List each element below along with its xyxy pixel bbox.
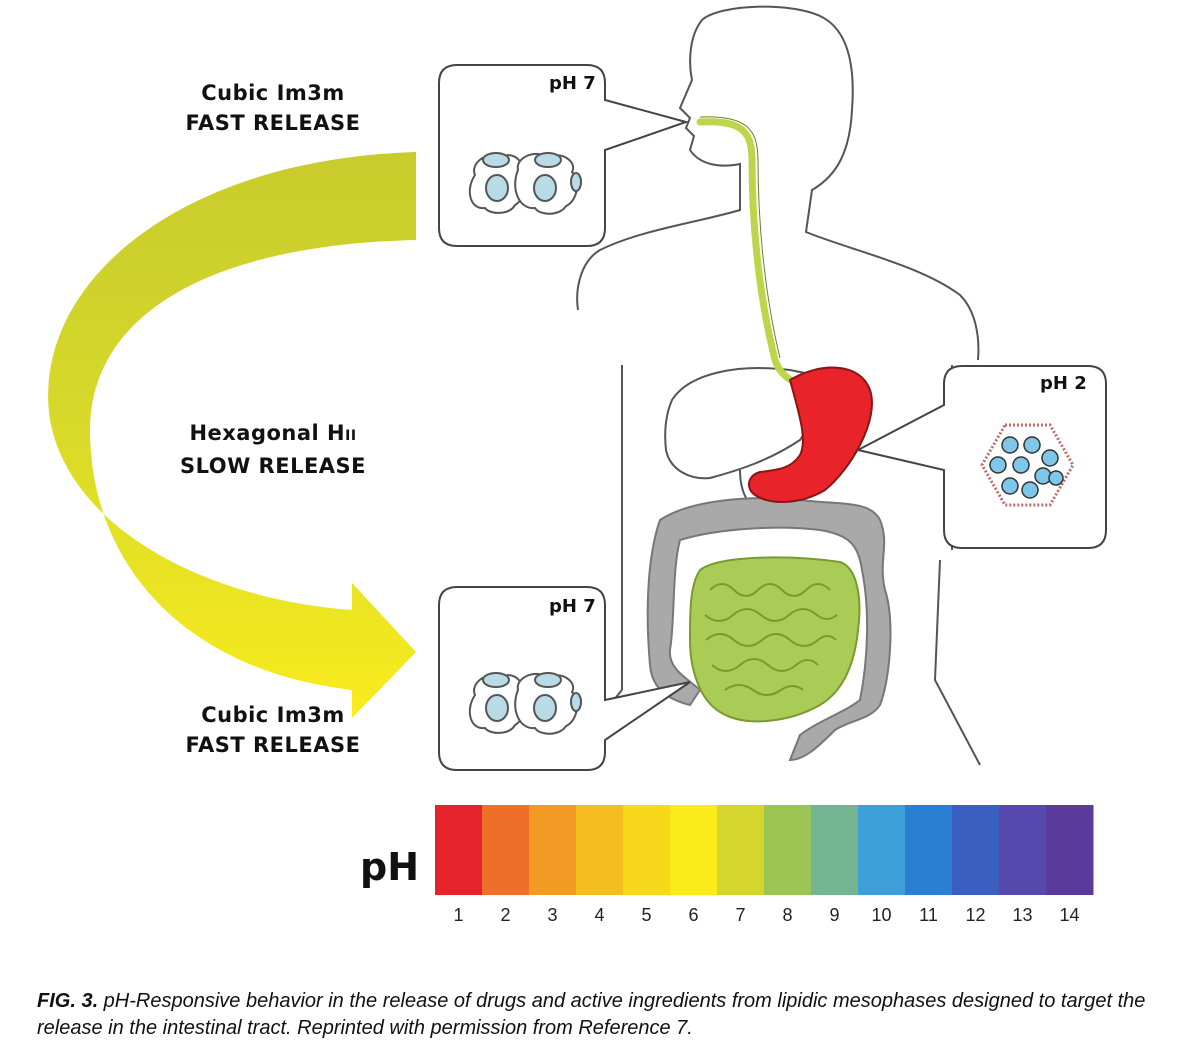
esophagus: [696, 118, 804, 389]
label-middle: Hexagonal HII SLOW RELEASE: [179, 421, 367, 478]
small-intestine: [688, 556, 861, 723]
figure-caption: FIG. 3. pH-Responsive behavior in the re…: [37, 988, 1157, 1042]
ph-tick-3: 3: [547, 905, 558, 925]
ph-axis-label: pH: [360, 845, 420, 889]
ph-scale-bar: [435, 805, 1094, 895]
ph-tick-9: 9: [829, 905, 840, 925]
ph-segment-3: [529, 805, 577, 895]
ph-tick-5: 5: [641, 905, 652, 925]
ph-segment-8: [764, 805, 812, 895]
ph-segment-12: [952, 805, 1000, 895]
callout-mouth-ph: pH 7: [549, 73, 596, 94]
callout-intestine: [438, 586, 691, 771]
ph-tick-8: 8: [782, 905, 793, 925]
ph-tick-4: 4: [594, 905, 605, 925]
caption-fig-number: FIG. 3.: [37, 990, 99, 1012]
ph-segment-13: [999, 805, 1047, 895]
ph-segment-14: [1046, 805, 1094, 895]
stomach: [748, 366, 873, 503]
hexagonal-phase-icon: [980, 423, 1075, 507]
ph-tick-7: 7: [735, 905, 746, 925]
ph-tick-13: 13: [1012, 905, 1033, 925]
label-top: Cubic Im3m FAST RELEASE: [185, 81, 361, 135]
cubic-phase-icon: [468, 152, 582, 215]
ph-segment-5: [623, 805, 671, 895]
ph-segment-4: [576, 805, 624, 895]
ph-segment-10: [858, 805, 906, 895]
callout-stomach: [855, 365, 1107, 549]
label-bottom: Cubic Im3m FAST RELEASE: [185, 703, 361, 757]
ph-tick-14: 14: [1059, 905, 1080, 925]
colon: [646, 497, 892, 762]
ph-segment-7: [717, 805, 765, 895]
ph-segment-9: [811, 805, 859, 895]
ph-tick-1: 1: [453, 905, 464, 925]
ph-tick-12: 12: [965, 905, 986, 925]
ph-tick-11: 11: [919, 905, 938, 925]
caption-text: pH-Responsive behavior in the release of…: [37, 990, 1146, 1039]
ph-tick-10: 10: [871, 905, 892, 925]
ph-tick-2: 2: [500, 905, 511, 925]
ph-segment-1: [435, 805, 483, 895]
ph-segment-11: [905, 805, 953, 895]
callout-intestine-ph: pH 7: [549, 596, 596, 617]
callout-mouth: [438, 64, 690, 247]
ph-segment-6: [670, 805, 718, 895]
ph-segment-2: [482, 805, 530, 895]
callout-stomach-ph: pH 2: [1040, 373, 1087, 394]
ph-tick-6: 6: [688, 905, 699, 925]
cubic-phase-icon-2: [468, 672, 582, 735]
release-arrow: [48, 152, 416, 718]
